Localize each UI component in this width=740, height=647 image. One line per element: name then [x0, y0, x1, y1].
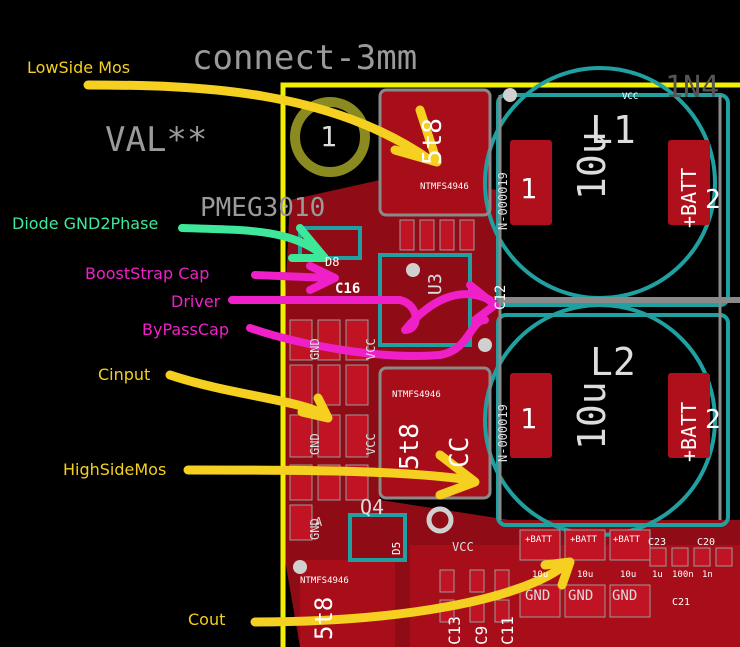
cap-10u-1: 10u: [532, 570, 549, 580]
vcc-top-label: VCC: [622, 92, 639, 102]
cap-10u-3: 10u: [620, 570, 637, 580]
cap-1n: 1n: [702, 570, 713, 580]
pmeg-label: PMEG3010: [200, 193, 326, 223]
c11-ref: C11: [498, 616, 517, 645]
highside-cc-label: CC: [445, 436, 475, 468]
vcc-pad-label-2: VCC: [364, 433, 378, 455]
val-label: VAL**: [105, 120, 208, 160]
inductor-pads: [510, 140, 710, 458]
mounting-hole: [290, 97, 370, 177]
q4-ref: Q4: [360, 495, 385, 519]
top-right-label: 1N4: [665, 70, 720, 105]
annotation-cinput: Cinput: [98, 365, 151, 384]
batt-bottom-3: +BATT: [613, 535, 641, 545]
d5-ref: D5: [390, 541, 403, 555]
l1-pad1: 1: [520, 172, 537, 205]
smd-pads: [289, 219, 733, 623]
annotation-bypasscap: ByPassCap: [142, 320, 229, 339]
vias: [293, 88, 517, 574]
pad-a-label: A: [315, 515, 323, 529]
batt-bottom-2: +BATT: [570, 535, 598, 545]
vcc-pad-label: VCC: [364, 338, 378, 360]
lowside-mos-label: 5t8: [418, 118, 448, 165]
c16-ref: C16: [335, 281, 361, 297]
annotation-arrows: [83, 80, 575, 627]
l2-net: N-000019: [496, 404, 510, 462]
annotation-cout: Cout: [188, 610, 226, 629]
silkscreen-lines: [378, 88, 740, 520]
c13-ref: C13: [445, 616, 464, 645]
cap-1u: 1u: [652, 570, 663, 580]
gnd-pad-label-2: GND: [308, 433, 322, 455]
l1-value: 10u: [570, 131, 614, 200]
l2-pad1: 1: [520, 402, 537, 435]
l1-pad2: 2: [705, 185, 721, 215]
board-outline: [280, 82, 740, 647]
gnd-pad-label: GND: [308, 338, 322, 360]
annotation-diode-gnd2phase: Diode GND2Phase: [12, 214, 159, 233]
vcc-bottom-label: VCC: [452, 540, 474, 554]
u3-ref: U3: [425, 273, 446, 295]
c12-ref: C12: [493, 284, 509, 310]
c20-ref: C20: [697, 537, 716, 548]
highside-mos-label: 5t8: [395, 423, 425, 470]
annotation-driver: Driver: [171, 292, 221, 311]
cap-100n: 100n: [672, 570, 694, 580]
l2-batt: +BATT: [677, 401, 701, 462]
highside-mos-part: NTMFS4946: [392, 390, 441, 400]
gnd-bottom-3: GND: [612, 588, 638, 604]
c23-ref: C23: [648, 537, 667, 548]
mounting-hole-pad-number: 1: [320, 120, 337, 153]
c9-ref: C9: [472, 625, 491, 645]
l2-ref: L2: [590, 340, 636, 384]
l1-net: N-000019: [496, 172, 510, 230]
d8-ref: D8: [325, 255, 340, 269]
annotation-booststrap-cap: BoostStrap Cap: [85, 264, 210, 283]
l1-batt: +BATT: [677, 167, 701, 228]
bottom-mos-part: NTMFS4946: [300, 576, 349, 586]
cap-10u-2: 10u: [577, 570, 594, 580]
l1-ref: L1: [590, 108, 636, 152]
gnd-bottom-2: GND: [568, 588, 594, 604]
lowside-mos-part: NTMFS4946: [420, 182, 469, 192]
annotation-lowside-mos: LowSide Mos: [27, 58, 131, 77]
board-title: connect-3mm: [192, 38, 418, 78]
c21-ref: C21: [672, 597, 691, 608]
annotation-highsidemos: HighSideMos: [63, 460, 167, 479]
l2-pad2: 2: [705, 405, 721, 435]
batt-bottom-1: +BATT: [525, 535, 553, 545]
gnd-bottom-1: GND: [525, 588, 551, 604]
bottom-mos-label: 5t8: [310, 596, 338, 640]
l2-value: 10u: [570, 381, 614, 450]
